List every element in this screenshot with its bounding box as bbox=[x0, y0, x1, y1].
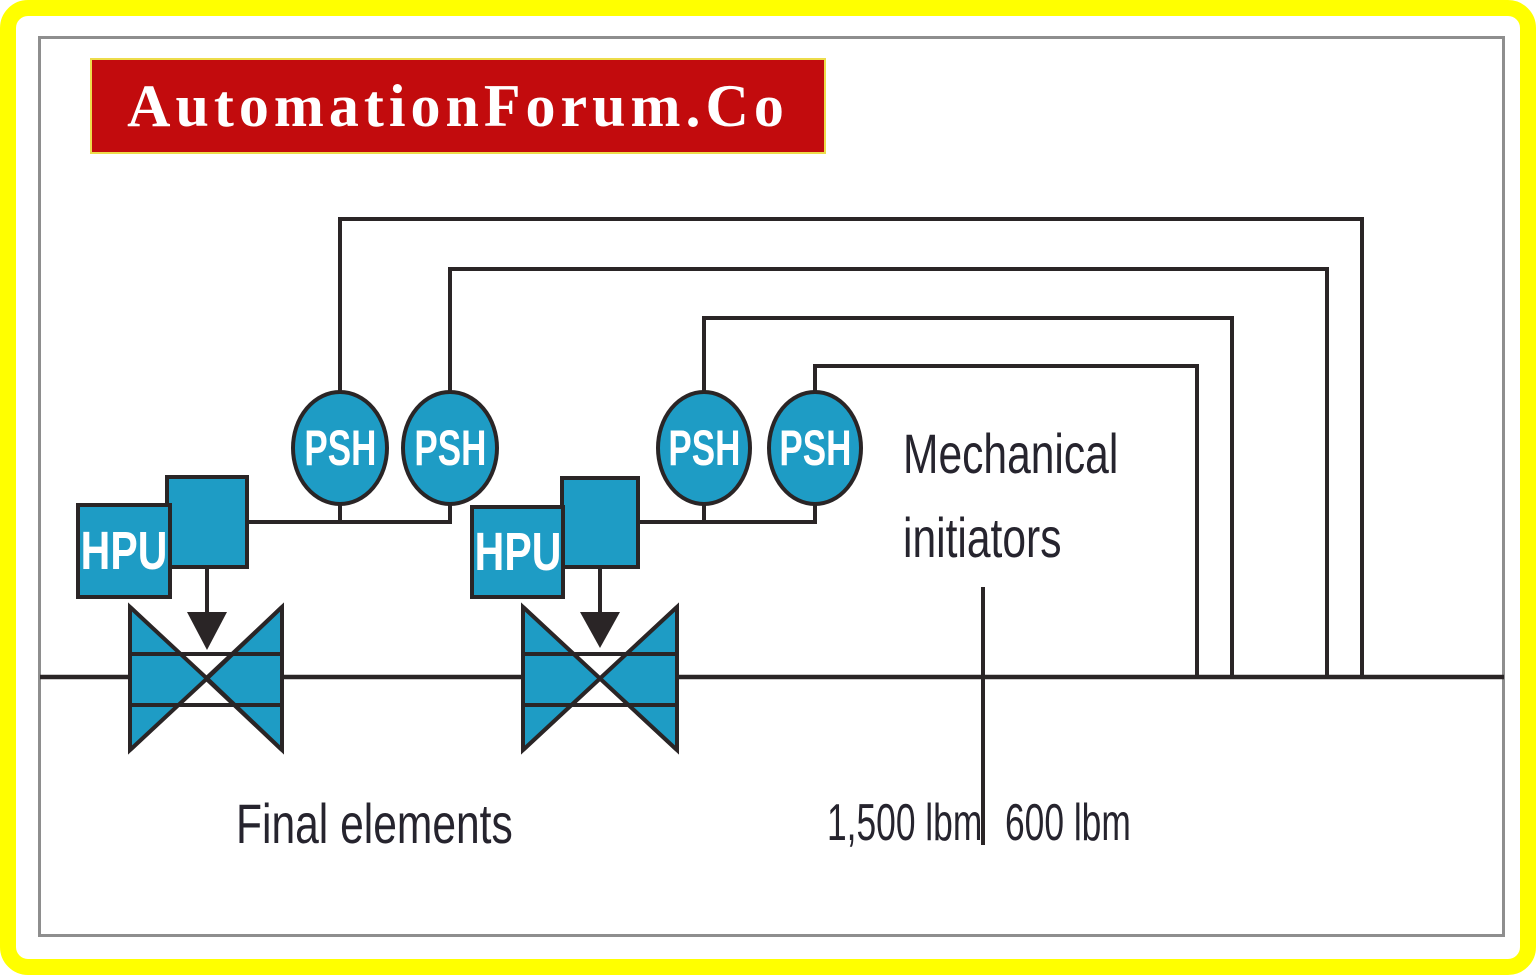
actuator-box-left bbox=[165, 475, 249, 569]
hpu-tag-left: HPU bbox=[80, 521, 168, 581]
weight-right-label: 600 lbm bbox=[1005, 794, 1131, 852]
brand-banner-title: AutomationForum.Co bbox=[127, 72, 789, 139]
valve-symbol-right bbox=[521, 602, 679, 755]
brand-banner: AutomationForum.Co bbox=[90, 58, 826, 154]
mechanical-initiators-label: Mechanical initiators bbox=[903, 422, 1119, 569]
valve-symbol-left bbox=[128, 602, 284, 755]
psh-tag-3: PSH bbox=[668, 420, 740, 476]
hpu-box-left bbox=[76, 503, 172, 599]
psh-instrument-circle-1 bbox=[291, 390, 389, 506]
signal-loop-psh3 bbox=[702, 316, 1234, 675]
hpu-tag-right: HPU bbox=[474, 522, 561, 582]
psh-tag-1: PSH bbox=[304, 420, 376, 476]
signal-loop-psh4 bbox=[813, 364, 1199, 675]
signal-loop-psh2 bbox=[448, 267, 1329, 675]
psh-tag-2: PSH bbox=[414, 420, 486, 476]
weight-left-label: 1,500 lbm bbox=[827, 794, 983, 852]
signal-loop-psh1 bbox=[338, 217, 1364, 675]
actuator-box-right bbox=[560, 476, 640, 569]
final-elements-label: Final elements bbox=[236, 792, 513, 855]
psh-instrument-circle-2 bbox=[401, 390, 499, 506]
diagram-border-frame bbox=[38, 36, 1505, 937]
psh-tag-4: PSH bbox=[779, 420, 851, 476]
psh-to-hpu-connectors bbox=[247, 503, 817, 524]
actuator-arrow-right bbox=[580, 567, 620, 648]
hpu-box-right bbox=[470, 505, 565, 599]
arrow-down-icon bbox=[187, 612, 227, 650]
psh-instrument-circle-3 bbox=[656, 390, 752, 506]
psh-instrument-circle-4 bbox=[767, 390, 863, 506]
arrow-down-icon bbox=[580, 612, 620, 648]
actuator-arrow-left bbox=[187, 567, 227, 650]
